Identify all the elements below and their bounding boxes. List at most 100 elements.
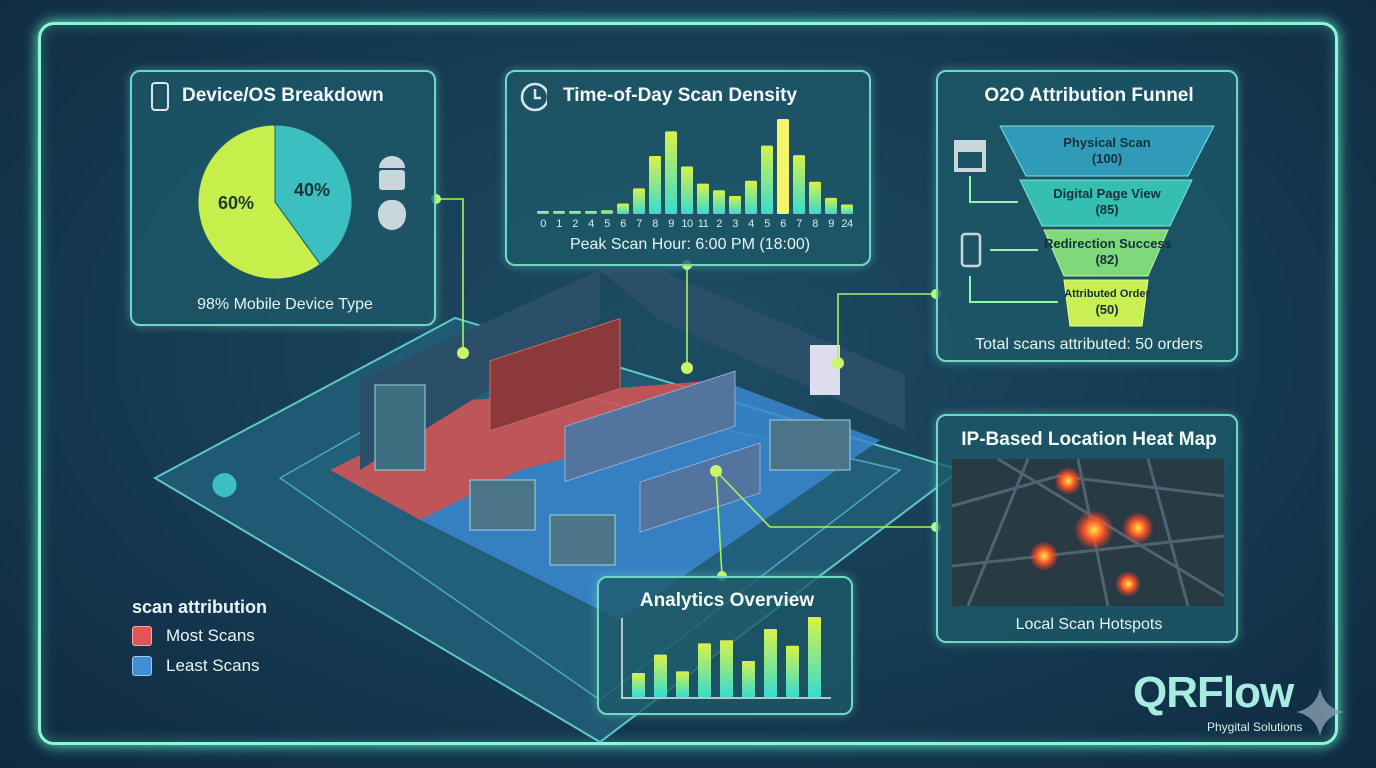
funnel-caption: Total scans attributed: 50 orders: [975, 336, 1203, 353]
heat-map-panel: IP-Based Location Heat Map Local Scan Ho…: [936, 414, 1238, 643]
time-tick-label: 0: [540, 218, 546, 230]
time-tick-label: 1: [556, 218, 562, 230]
time-bar: [809, 181, 821, 214]
panel-title: Time-of-Day Scan Density: [563, 85, 798, 106]
time-bar: [841, 204, 853, 214]
funnel-count: (85): [1095, 202, 1119, 217]
analytics-bar-chart: [621, 617, 831, 699]
time-bar: [729, 195, 741, 214]
time-tick-label: 5: [604, 218, 610, 230]
analytics-overview-panel: Analytics Overview: [597, 576, 853, 715]
legend-title: scan attribution: [132, 597, 268, 617]
funnel-stage-physical-scan: [999, 125, 1215, 177]
time-tick-label: 6: [620, 218, 626, 230]
funnel-arrows: [969, 176, 1058, 303]
funnel-stage-page-view: [1019, 179, 1193, 227]
time-tick-label: 2: [572, 218, 578, 230]
analytics-bar: [632, 673, 645, 697]
funnel-count: (82): [1095, 252, 1119, 267]
panel-title: Device/OS Breakdown: [182, 85, 384, 106]
panel-title: O2O Attribution Funnel: [984, 85, 1194, 106]
time-tick-label: 9: [668, 218, 674, 230]
checkout-counter: [769, 419, 851, 471]
funnel-count: (50): [1095, 302, 1119, 317]
analytics-bar: [742, 661, 755, 697]
funnel-graphic: [954, 125, 1215, 327]
legend-item: Most Scans: [132, 626, 267, 646]
time-tick-label: 3: [732, 218, 738, 230]
legend-swatch-least: [132, 656, 152, 676]
time-tick-label: 8: [812, 218, 818, 230]
legend-item: Least Scans: [132, 656, 267, 676]
qrflow-logo: QRFlow Phygital Solutions: [1133, 668, 1302, 734]
time-bar: [569, 211, 581, 214]
panel-title: IP-Based Location Heat Map: [961, 429, 1217, 450]
pie-slice-ios: [274, 124, 353, 265]
time-bar: [617, 203, 629, 214]
hotspot: [1054, 467, 1082, 495]
time-tick-label: 10: [681, 218, 693, 230]
time-tick-label: 9: [828, 218, 834, 230]
logo-name: QRFlow: [1133, 668, 1294, 717]
time-bar-chart: [537, 119, 853, 214]
time-bar: [601, 210, 613, 214]
heatmap-caption: Local Scan Hotspots: [1015, 616, 1163, 633]
funnel-count: (100): [1091, 151, 1123, 166]
device-pie-chart: [197, 124, 353, 280]
time-bar: [761, 145, 773, 214]
funnel-label: Attributed Order: [1064, 288, 1150, 300]
time-tick-label: 7: [796, 218, 802, 230]
time-bar: [745, 180, 757, 214]
attribution-funnel-panel: O2O Attribution Funnel Physical Scan(100…: [936, 70, 1238, 362]
time-bar: [649, 156, 661, 214]
hotspot: [1122, 512, 1154, 544]
apple-icon: [378, 200, 406, 230]
funnel-stage-redirection: [1043, 229, 1169, 277]
time-tick-label: 4: [588, 218, 594, 230]
location-heat-map: [951, 457, 1225, 607]
legend-swatch-most: [132, 626, 152, 646]
time-tick-label: 4: [748, 218, 754, 230]
scan-attribution-legend: scan attribution Most Scans Least Scans: [132, 597, 267, 686]
shelves: [489, 317, 761, 533]
time-bar: [713, 190, 725, 214]
time-bar: [585, 211, 597, 214]
store-icon: [954, 140, 986, 172]
time-tick-label: 5: [764, 218, 770, 230]
time-bar: [665, 131, 677, 214]
fridge: [374, 384, 426, 471]
time-tick-label: 8: [652, 218, 658, 230]
time-tick-label: 2: [716, 218, 722, 230]
analytics-bar: [764, 629, 777, 697]
time-bar: [777, 119, 789, 214]
time-bar: [633, 188, 645, 214]
time-tick-label: 6: [780, 218, 786, 230]
analytics-bar: [786, 645, 799, 697]
time-bar: [793, 155, 805, 214]
logo-tagline: Phygital Solutions: [1207, 720, 1303, 734]
qr-code-stand: [810, 345, 840, 395]
display-table: [469, 479, 536, 531]
time-bar: [697, 183, 709, 214]
legend-label: Least Scans: [166, 656, 260, 675]
analytics-bar: [676, 671, 689, 697]
axis: [621, 618, 831, 699]
funnel-stage-order: [1063, 279, 1149, 327]
clock-icon: [520, 82, 547, 112]
device-caption: 98% Mobile Device Type: [197, 296, 373, 313]
device-os-panel: Device/OS Breakdown 60% 40% 98% Mobile D…: [130, 70, 436, 326]
time-tick-label: 11: [697, 218, 709, 230]
time-bar: [681, 166, 693, 214]
map-pin-icon: [212, 473, 237, 498]
pie-slice-android: [197, 124, 321, 280]
analytics-bar: [720, 640, 733, 697]
time-bar: [537, 211, 549, 214]
funnel-label: Redirection Success: [1044, 236, 1172, 251]
phone-icon: [960, 232, 982, 268]
pie-label-ios: 40%: [294, 180, 331, 200]
time-tick-label: 24: [841, 218, 853, 230]
outer-frame: [38, 22, 1338, 745]
analytics-bar: [698, 643, 711, 697]
